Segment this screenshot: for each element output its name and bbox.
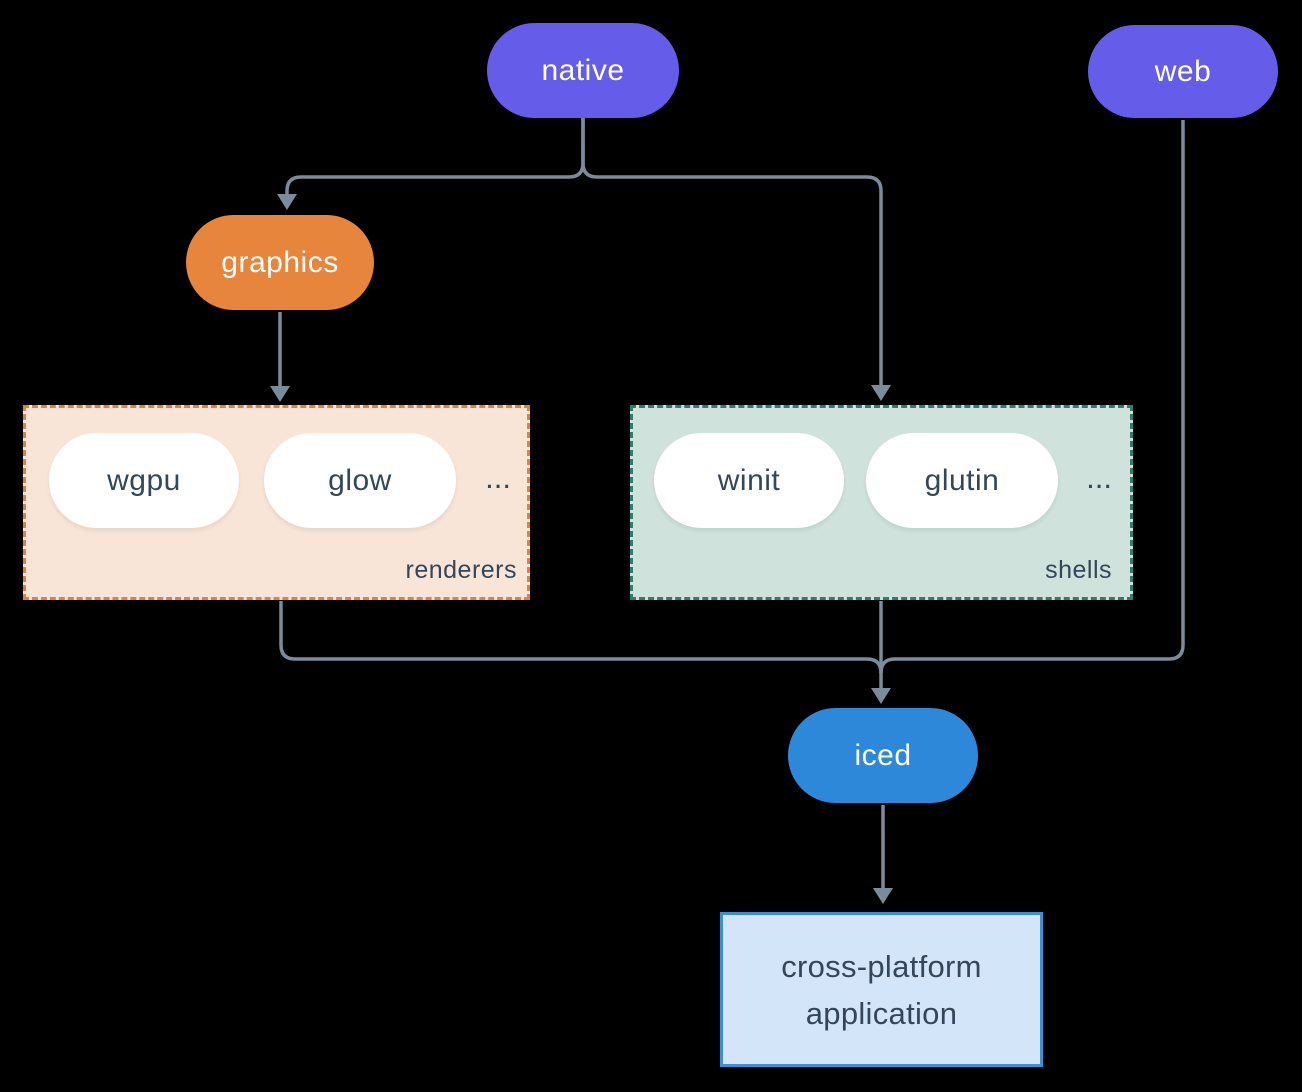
node-graphics: graphics <box>186 215 374 310</box>
node-graphics-label: graphics <box>221 245 339 279</box>
node-iced: iced <box>788 708 978 803</box>
arrowhead-shells-top <box>871 385 891 401</box>
node-native: native <box>487 23 679 118</box>
node-glutin-label: glutin <box>924 463 1000 497</box>
node-winit-label: winit <box>717 463 781 497</box>
edge-native-shells <box>581 118 883 386</box>
node-application-line2: application <box>805 995 958 1031</box>
group-shells: winit glutin ... shells <box>630 405 1133 600</box>
node-wgpu: wgpu <box>49 433 239 528</box>
node-application-line1: cross-platform <box>781 948 982 984</box>
edge-renderers-iced <box>279 601 883 674</box>
node-web: web <box>1088 25 1278 118</box>
group-label-renderers: renderers <box>405 556 517 584</box>
group-renderers: wgpu glow ... renderers <box>23 405 530 600</box>
arrowhead-graphics-top <box>277 194 297 210</box>
shells-ellipsis: ... <box>1086 460 1112 495</box>
node-glow: glow <box>264 433 456 528</box>
node-iced-label: iced <box>854 738 912 772</box>
renderers-ellipsis: ... <box>485 460 511 495</box>
node-glutin: glutin <box>866 433 1058 528</box>
node-glow-label: glow <box>328 463 392 497</box>
group-label-shells: shells <box>1045 556 1112 584</box>
edge-native-graphics <box>285 118 585 195</box>
node-application: cross-platform application <box>720 912 1043 1067</box>
node-wgpu-label: wgpu <box>107 463 181 497</box>
arrowhead-application-top <box>873 888 893 904</box>
node-web-label: web <box>1154 54 1212 88</box>
arrowhead-iced-top <box>871 688 891 704</box>
node-winit: winit <box>654 433 844 528</box>
node-native-label: native <box>541 53 625 87</box>
arrowhead-renderers-top <box>270 386 290 402</box>
